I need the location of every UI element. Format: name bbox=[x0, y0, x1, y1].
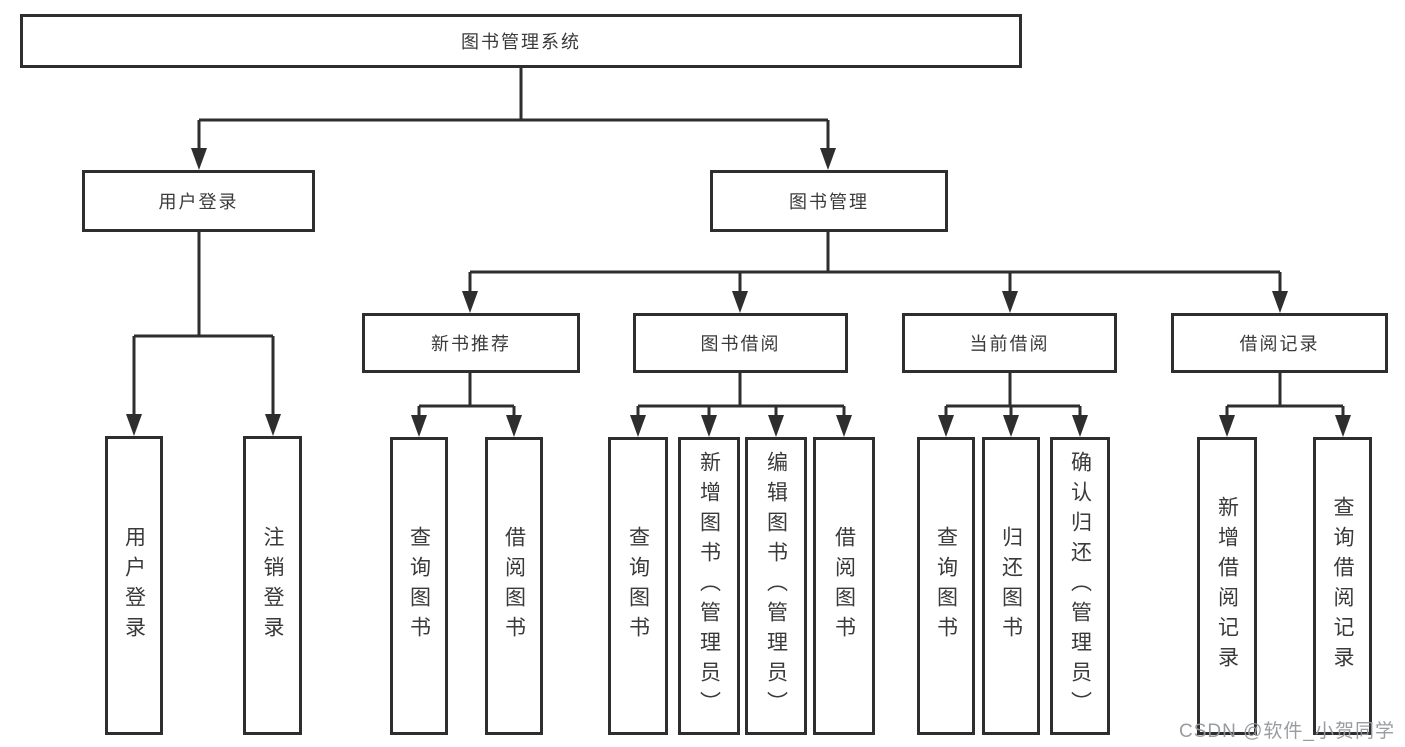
node-new-book-recommend: 新书推荐 bbox=[362, 313, 580, 373]
node-leaf-return-books: 归还图书 bbox=[982, 437, 1040, 735]
node-label: 借阅图书 bbox=[502, 526, 526, 646]
node-leaf-borrow-books-2: 借阅图书 bbox=[813, 437, 875, 735]
node-leaf-confirm-return-admin: 确认归还（管理员） bbox=[1050, 437, 1110, 735]
node-current-borrowing: 当前借阅 bbox=[902, 313, 1117, 373]
node-label: 查询图书 bbox=[934, 526, 958, 646]
node-label: 新书推荐 bbox=[431, 334, 511, 354]
node-label: 借阅图书 bbox=[832, 526, 856, 646]
node-leaf-add-books-admin: 新增图书（管理员） bbox=[678, 437, 740, 735]
node-label: 注销登录 bbox=[261, 525, 284, 646]
node-label: 新增图书（管理员） bbox=[697, 451, 721, 721]
node-label: 图书管理 bbox=[789, 192, 869, 212]
node-label: 查询图书 bbox=[407, 526, 431, 646]
node-library-system: 图书管理系统 bbox=[20, 14, 1022, 68]
node-leaf-add-borrow-record: 新增借阅记录 bbox=[1197, 437, 1257, 735]
node-leaf-logout: 注销登录 bbox=[243, 436, 302, 735]
node-leaf-query-borrow-record: 查询借阅记录 bbox=[1313, 437, 1372, 735]
node-label: 新增借阅记录 bbox=[1215, 496, 1239, 676]
node-label: 用户登录 bbox=[122, 525, 146, 646]
node-leaf-user-login: 用户登录 bbox=[105, 436, 163, 735]
node-leaf-edit-books-admin: 编辑图书（管理员） bbox=[745, 437, 807, 735]
node-book-management: 图书管理 bbox=[710, 170, 948, 232]
node-borrowing-records: 借阅记录 bbox=[1171, 313, 1388, 373]
node-label: 借阅记录 bbox=[1239, 334, 1320, 354]
node-label: 图书管理系统 bbox=[461, 32, 581, 52]
node-leaf-query-books-1: 查询图书 bbox=[390, 437, 448, 735]
node-label: 用户登录 bbox=[158, 192, 239, 212]
node-label: 查询图书 bbox=[626, 526, 650, 646]
node-leaf-borrow-books-1: 借阅图书 bbox=[485, 437, 543, 735]
node-book-borrowing: 图书借阅 bbox=[633, 313, 848, 373]
node-label: 当前借阅 bbox=[969, 334, 1050, 354]
node-user-login: 用户登录 bbox=[82, 170, 315, 232]
node-leaf-query-books-3: 查询图书 bbox=[917, 437, 975, 735]
node-label: 归还图书 bbox=[999, 526, 1023, 646]
node-leaf-query-books-2: 查询图书 bbox=[608, 437, 668, 735]
node-label: 图书借阅 bbox=[700, 334, 781, 354]
node-label: 查询借阅记录 bbox=[1331, 496, 1354, 676]
node-label: 编辑图书（管理员） bbox=[764, 451, 788, 721]
node-label: 确认归还（管理员） bbox=[1068, 451, 1092, 721]
watermark-text: CSDN @软件_小贺同学 bbox=[1179, 721, 1395, 742]
